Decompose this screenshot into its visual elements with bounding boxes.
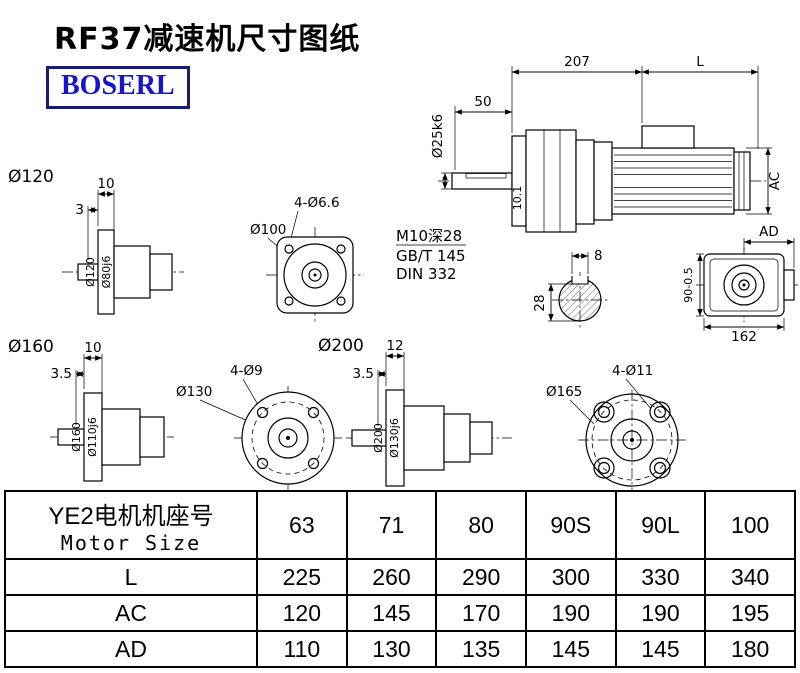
table-cell: 170 — [435, 594, 527, 632]
face165-holes: 4-Ø11 — [612, 363, 653, 379]
fan-cover — [733, 151, 751, 211]
dim-207: 207 — [564, 54, 590, 70]
face130-holes: 4-Ø9 — [230, 363, 263, 379]
header-cn: YE2电机机座号 — [48, 502, 214, 530]
shaft-key-section: 8 28 — [532, 248, 608, 328]
tap-hole-note: M10深28 — [396, 227, 462, 245]
table-cell: 130 — [345, 630, 438, 668]
table-cell: 190 — [524, 594, 617, 632]
table-header-motor-size: YE2电机机座号 Motor Size — [4, 490, 258, 560]
flange120-title: Ø120 — [8, 167, 54, 187]
table-header-row: YE2电机机座号 Motor Size 63 71 80 90S 90L 100 — [4, 490, 796, 560]
table-cell: 330 — [614, 558, 707, 596]
face165-view: Ø165 4-Ø11 — [546, 363, 686, 490]
flange160-outer-dia: Ø160 — [70, 422, 83, 452]
table-row-AC: AC 120 145 170 190 190 195 — [4, 594, 796, 632]
table-header-cell: 63 — [256, 490, 348, 560]
table-row-AD: AD 110 130 135 145 145 180 — [4, 630, 796, 668]
face100-dia: Ø100 — [250, 222, 286, 238]
dim-AD: AD — [759, 224, 779, 240]
flange160-spigot-dia: Ø110j6 — [86, 417, 99, 457]
table-cell: 110 — [256, 630, 348, 668]
terminal-box — [641, 125, 695, 149]
motor-size-table: YE2电机机座号 Motor Size 63 71 80 90S 90L 100… — [4, 490, 796, 668]
table-header-cell: 90S — [524, 490, 617, 560]
table-cell: 145 — [345, 594, 438, 632]
table-cell: 300 — [524, 558, 617, 596]
dim-shaft-diameter: Ø25k6 — [430, 114, 446, 158]
flange200-dim-3-5: 3.5 — [353, 366, 374, 382]
face130-view: Ø130 4-Ø9 — [176, 363, 342, 490]
brand-logo: BOSERL — [46, 66, 190, 109]
dim-162: 162 — [731, 329, 757, 345]
dim-AC: AC — [767, 172, 783, 190]
motor-body — [611, 147, 735, 215]
table-header-cell: 100 — [704, 490, 796, 560]
flange120-view: Ø120 10 3 Ø120 Ø80j6 — [8, 167, 184, 315]
end-terminal-box — [783, 269, 795, 301]
dim-90: 90-0.5 — [682, 267, 695, 302]
flange200-spigot-dia: Ø130j6 — [388, 418, 401, 458]
table-row-label: AC — [4, 594, 258, 632]
header-en: Motor Size — [60, 530, 202, 555]
face165-outer-circle — [585, 393, 679, 487]
table-cell: 190 — [614, 594, 707, 632]
table-header-cell: 90L — [614, 490, 707, 560]
standard-din: DIN 332 — [396, 265, 457, 283]
table-cell: 290 — [435, 558, 527, 596]
flange120-spigot-dia: Ø80j6 — [100, 256, 113, 289]
table-cell: 195 — [704, 594, 796, 632]
flange120-dim-10: 10 — [97, 176, 114, 192]
ad-end-view: AD 90-0.5 162 — [682, 224, 798, 345]
technical-drawing: 207 L 50 Ø25k6 AC 10.1 M10深28 GB/T 145 D… — [8, 54, 798, 490]
flange120-outer-dia: Ø120 — [84, 257, 97, 287]
face165-dia: Ø165 — [546, 384, 582, 400]
flange160-title: Ø160 — [8, 337, 54, 357]
table-cell: 145 — [614, 630, 707, 668]
table-row-L: L 225 260 290 300 330 340 — [4, 558, 796, 596]
face130-dia: Ø130 — [176, 384, 212, 400]
face100-view: 4-Ø6.6 Ø100 — [250, 195, 364, 323]
table-header-cell: 80 — [435, 490, 527, 560]
flange200-title: Ø200 — [318, 336, 364, 356]
shaft-section-circle — [558, 278, 602, 322]
flange200-dim-12: 12 — [386, 338, 403, 354]
dim-L: L — [696, 54, 704, 70]
dim-key-width: 8 — [594, 248, 603, 264]
standard-gb: GB/T 145 — [396, 247, 466, 265]
dim-10-1: 10.1 — [511, 186, 524, 211]
table-header-cell: 71 — [345, 490, 438, 560]
table-cell: 145 — [524, 630, 617, 668]
motor-flange — [593, 141, 613, 221]
table-cell: 225 — [256, 558, 348, 596]
flange160-view: Ø160 10 3.5 Ø160 Ø110j6 — [8, 337, 174, 482]
page-title: RF37减速机尺寸图纸 — [54, 22, 361, 57]
table-cell: 135 — [435, 630, 527, 668]
flange160-dim-3-5: 3.5 — [51, 366, 72, 382]
flange120-dim-3: 3 — [75, 202, 84, 218]
input-shaft — [451, 172, 513, 190]
flange200-view: Ø200 12 3.5 Ø200 Ø130j6 — [318, 336, 512, 487]
dim-50: 50 — [474, 94, 491, 110]
reducer-flange — [511, 135, 527, 227]
table-row-label: L — [4, 558, 258, 596]
dim-key-height: 28 — [532, 294, 548, 311]
reducer-body — [525, 129, 577, 233]
face100-holes: 4-Ø6.6 — [294, 195, 340, 211]
main-assembly-view: 207 L 50 Ø25k6 AC 10.1 M10深28 GB/T 145 D… — [396, 54, 783, 283]
flange200-outer-dia: Ø200 — [372, 423, 385, 453]
flange160-dim-10: 10 — [84, 340, 101, 356]
table-cell: 340 — [704, 558, 796, 596]
table-cell: 120 — [256, 594, 348, 632]
table-row-label: AD — [4, 630, 258, 668]
table-cell: 260 — [345, 558, 438, 596]
table-cell: 180 — [704, 630, 796, 668]
